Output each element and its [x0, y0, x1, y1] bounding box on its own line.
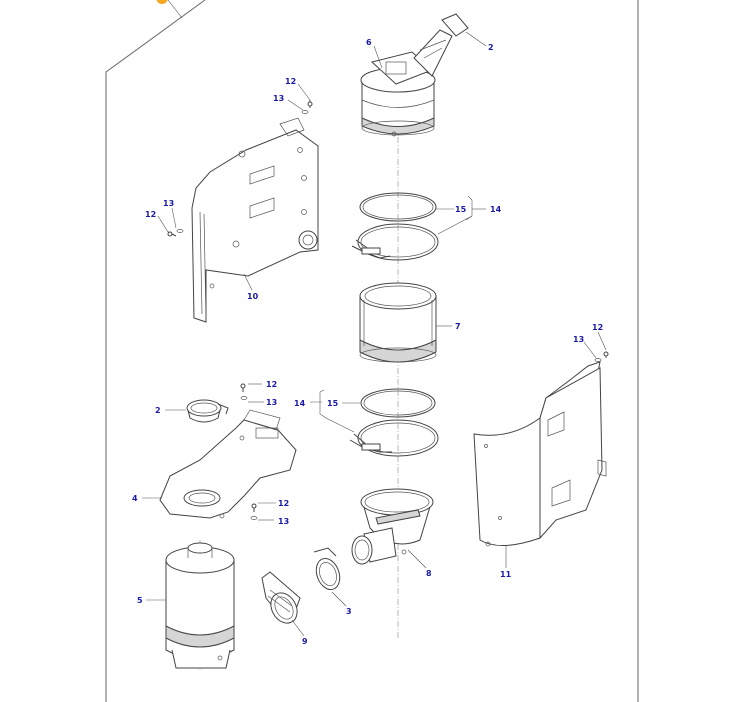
leader-lines	[142, 31, 607, 637]
callout-12: 12	[278, 499, 289, 508]
callout-14: 14	[490, 205, 502, 214]
part-4-mounting-bracket	[159, 409, 297, 519]
callout-labels: 2 6 12 13 13 12 15 14 10 7 12 13 12 13 2…	[132, 38, 603, 646]
callout-9: 9	[302, 637, 308, 646]
callout-14: 14	[294, 399, 306, 408]
callout-15: 15	[455, 205, 467, 214]
bolt-group-lower	[250, 503, 258, 520]
part-14-clamp-lower	[349, 419, 439, 457]
part-2-small-clamp	[186, 399, 229, 423]
callout-12: 12	[266, 380, 277, 389]
callout-6: 6	[366, 38, 372, 47]
part-14-clamp-upper	[351, 223, 439, 261]
part-10-heat-shield-left	[191, 117, 319, 323]
callout-13: 13	[266, 398, 277, 407]
callout-10: 10	[247, 292, 259, 301]
bolt-group-upper	[301, 100, 313, 114]
callout-4: 4	[132, 494, 138, 503]
callout-15: 15	[327, 399, 339, 408]
part-8-outlet-housing	[351, 488, 434, 565]
callout-3: 3	[346, 607, 352, 616]
part-15-gasket-upper	[359, 192, 437, 222]
callout-13: 13	[573, 335, 584, 344]
part-6-inlet-housing	[360, 13, 469, 137]
bolt-group-mid	[240, 383, 248, 400]
part-11-heat-shield-right	[473, 361, 607, 547]
callout-12: 12	[285, 77, 296, 86]
part-3-clamp	[313, 547, 341, 590]
corner-tab-icon	[156, 0, 168, 4]
callout-12: 12	[592, 323, 603, 332]
callout-12: 12	[145, 210, 156, 219]
callout-13: 13	[163, 199, 174, 208]
drawing-frame	[105, 0, 639, 702]
bolt-group-left	[167, 229, 184, 237]
part-9-sleeve	[261, 571, 301, 624]
callout-8: 8	[426, 569, 432, 578]
callout-13: 13	[278, 517, 289, 526]
callout-13: 13	[273, 94, 284, 103]
part-5-canister	[165, 542, 235, 669]
callout-2: 2	[155, 406, 161, 415]
callout-11: 11	[500, 570, 512, 579]
bolt-group-right	[594, 351, 609, 362]
callout-7: 7	[455, 322, 461, 331]
part-15-gasket-lower	[360, 388, 436, 418]
callout-2: 2	[488, 43, 494, 52]
callout-5: 5	[137, 596, 143, 605]
part-7-filter-cylinder	[359, 282, 437, 363]
